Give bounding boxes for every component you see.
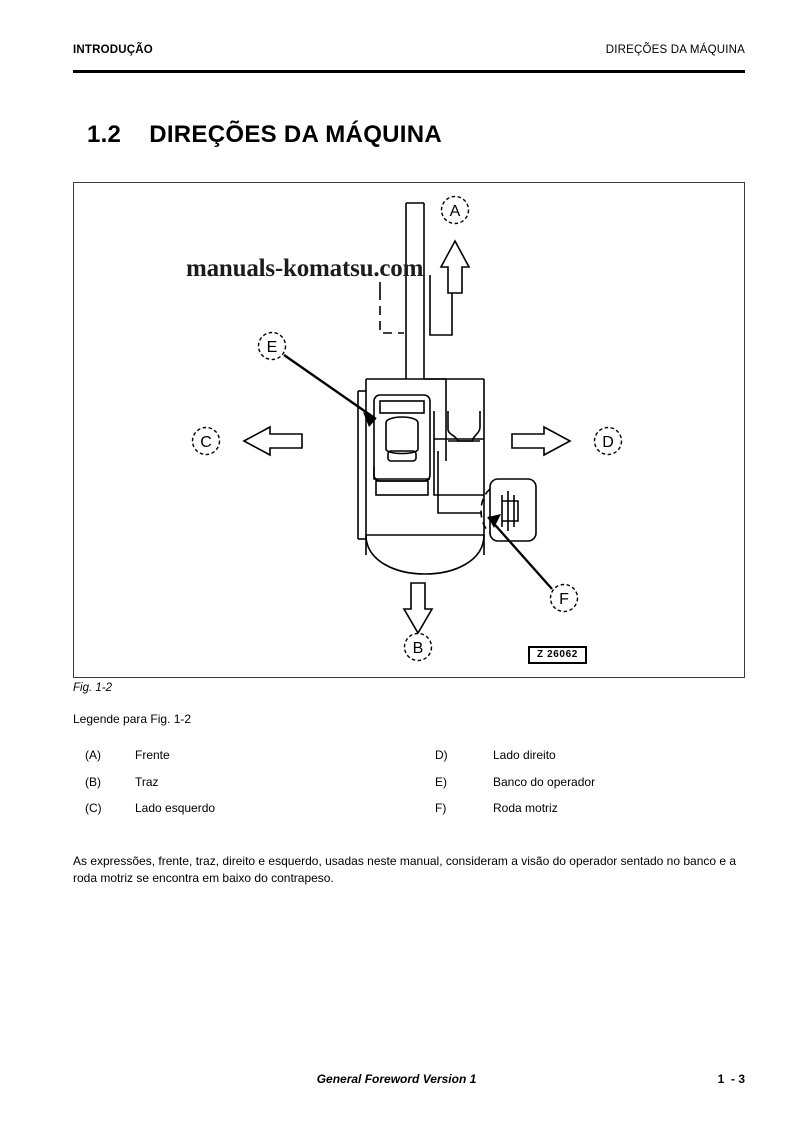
- legend-key-c: (C): [85, 801, 102, 815]
- header-left-text: INTRODUÇÃO: [73, 44, 153, 56]
- page-title: 1.2 DIREÇÕES DA MÁQUINA: [73, 93, 442, 149]
- arrow-down-rear: [402, 582, 434, 635]
- legend-row: (B) Traz E) Banco do operador: [73, 775, 745, 802]
- section-title-text: DIREÇÕES DA MÁQUINA: [149, 121, 443, 148]
- svg-text:D: D: [602, 434, 614, 451]
- arrow-up-front: [439, 239, 471, 294]
- legend-heading: Legende para Fig. 1-2: [73, 712, 192, 726]
- callout-b: B: [403, 632, 433, 662]
- legend-value-f: Roda motriz: [493, 801, 558, 815]
- figure-container: A B C D E: [73, 182, 745, 678]
- legend-key-e: E): [435, 774, 447, 789]
- arrow-left-side: [242, 425, 303, 457]
- section-number: 1.2: [86, 121, 122, 148]
- legend-key-a: (A): [85, 748, 101, 762]
- footer-page-number: 1 - 3: [717, 1072, 745, 1086]
- svg-text:F: F: [559, 591, 569, 608]
- machine-directions-diagram: A B C D E: [191, 195, 623, 662]
- legend-row: (A) Frente D) Lado direito: [73, 748, 745, 775]
- legend-value-a: Frente: [135, 748, 170, 762]
- footer-document-title: General Foreword Version 1: [316, 1072, 477, 1086]
- legend-value-c: Lado esquerdo: [135, 801, 216, 815]
- figure-caption: Fig. 1-2: [73, 682, 112, 694]
- watermark-text: manuals-komatsu.com: [186, 255, 424, 282]
- svg-text:A: A: [450, 203, 461, 220]
- svg-text:C: C: [200, 434, 212, 451]
- legend-value-d: Lado direito: [493, 748, 556, 762]
- callout-d: D: [593, 426, 623, 456]
- drawing-number-box: Z 26062: [528, 646, 587, 664]
- arrow-right-side: [511, 425, 572, 457]
- callout-a: A: [440, 195, 470, 225]
- leader-line-f: [487, 516, 553, 590]
- legend-key-b: (B): [85, 774, 101, 789]
- callout-f: F: [549, 583, 579, 613]
- callout-e: E: [257, 331, 287, 361]
- legend-key-f: F): [435, 801, 447, 815]
- legend-value-b: Traz: [135, 774, 159, 789]
- leader-line-e: [283, 354, 377, 420]
- callout-c: C: [191, 426, 221, 456]
- body-paragraph: As expressões, frente, traz, direito e e…: [73, 854, 737, 885]
- svg-text:E: E: [267, 339, 278, 356]
- header-divider-rule: [73, 70, 745, 73]
- legend-table: (A) Frente D) Lado direito (B) Traz E) B…: [73, 748, 745, 828]
- legend-key-d: D): [435, 748, 448, 762]
- legend-value-e: Banco do operador: [493, 774, 596, 789]
- svg-text:B: B: [413, 640, 424, 657]
- page-header: INTRODUÇÃO DIREÇÕES DA MÁQUINA: [73, 44, 745, 66]
- header-right-text: DIREÇÕES DA MÁQUINA: [605, 44, 745, 56]
- legend-row: (C) Lado esquerdo F) Roda motriz: [73, 801, 745, 828]
